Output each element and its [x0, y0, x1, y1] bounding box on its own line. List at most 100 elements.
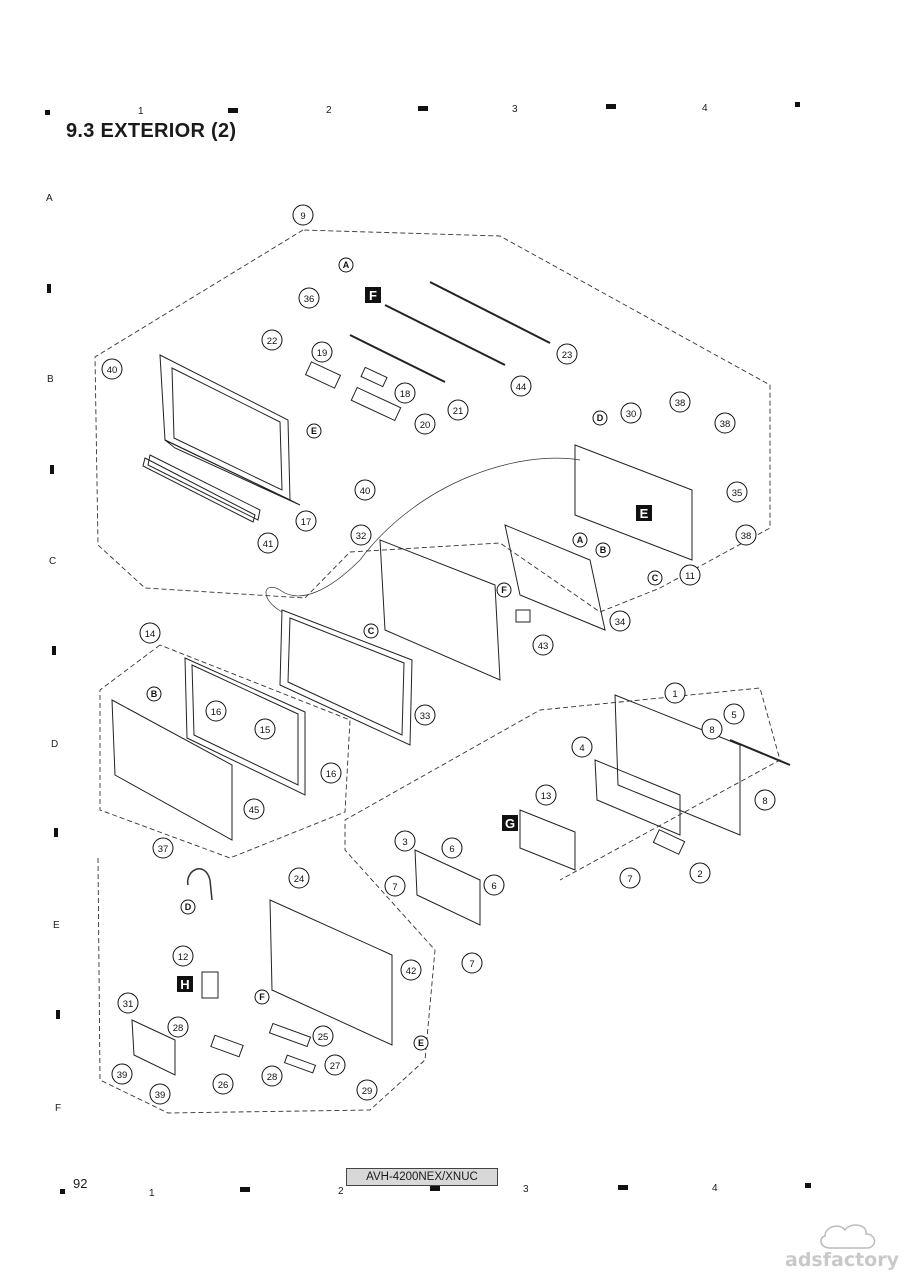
callout-42: 42 [400, 959, 422, 981]
svg-text:11: 11 [685, 571, 695, 582]
registration-mark [47, 284, 51, 293]
svg-text:22: 22 [267, 336, 278, 347]
svg-text:39: 39 [155, 1090, 166, 1101]
callout-43: 43 [532, 634, 554, 656]
callout-3: 3 [394, 830, 416, 852]
svg-text:43: 43 [538, 641, 549, 652]
svg-text:B: B [151, 689, 158, 699]
registration-mark [418, 106, 428, 111]
svg-text:25: 25 [318, 1032, 329, 1043]
callout-30: 30 [620, 402, 642, 424]
frame-part-1 [614, 694, 741, 836]
connector-label-a: A [338, 257, 354, 273]
callout-45: 45 [243, 798, 265, 820]
model-number: AVH-4200NEX/XNUC [346, 1168, 498, 1186]
page-number: 92 [73, 1176, 88, 1191]
board-label-e: E [636, 505, 652, 521]
connector-label-d: D [180, 899, 196, 915]
chassis-part-24 [269, 899, 393, 1046]
bar-part-23 [429, 281, 551, 344]
bracket-part-4 [594, 759, 681, 836]
svg-text:27: 27 [330, 1061, 341, 1072]
svg-text:30: 30 [626, 409, 637, 420]
callout-38: 38 [714, 412, 736, 434]
callout-19: 19 [311, 341, 333, 363]
svg-text:1: 1 [672, 689, 677, 700]
svg-text:16: 16 [211, 707, 222, 718]
callout-14: 14 [139, 622, 161, 644]
svg-text:8: 8 [709, 725, 714, 736]
registration-mark [606, 104, 616, 109]
cable-part-37 [187, 868, 213, 901]
column-number-bottom-3: 3 [523, 1184, 529, 1195]
registration-mark [805, 1183, 811, 1188]
registration-mark [430, 1186, 440, 1191]
callout-25: 25 [312, 1025, 334, 1047]
row-letter-f: F [55, 1103, 62, 1114]
callout-16: 16 [205, 700, 227, 722]
svg-text:E: E [418, 1038, 424, 1048]
callout-26: 26 [212, 1073, 234, 1095]
svg-text:18: 18 [400, 389, 411, 400]
callout-22: 22 [261, 329, 283, 351]
svg-text:33: 33 [420, 711, 431, 722]
row-letter-c: C [49, 556, 57, 567]
connector-label-e: E [306, 423, 322, 439]
callout-44: 44 [510, 375, 532, 397]
part-25 [268, 1022, 312, 1048]
connector-label-f: F [254, 989, 270, 1005]
callout-16: 16 [320, 762, 342, 784]
pcb-part-11 [574, 444, 693, 561]
pcb-part-13 [519, 809, 576, 871]
callout-21: 21 [447, 399, 469, 421]
part-43 [515, 609, 531, 623]
callout-34: 34 [609, 610, 631, 632]
connector-label-d: D [592, 410, 608, 426]
callout-17: 17 [295, 510, 317, 532]
sheet-part-34 [504, 524, 606, 631]
callout-29: 29 [356, 1079, 378, 1101]
watermark-logo: adsfactory [780, 1218, 900, 1278]
callout-28: 28 [167, 1016, 189, 1038]
svg-text:29: 29 [362, 1086, 373, 1097]
callout-38: 38 [735, 524, 757, 546]
connector-label-c: C [647, 570, 663, 586]
button-part-20 [350, 386, 402, 422]
registration-mark [60, 1189, 65, 1194]
callout-40: 40 [101, 358, 123, 380]
board-label-g: G [502, 815, 518, 831]
callout-33: 33 [414, 704, 436, 726]
connector-label-a: A [572, 532, 588, 548]
svg-text:7: 7 [469, 959, 474, 970]
callout-31: 31 [117, 992, 139, 1014]
svg-text:6: 6 [449, 844, 454, 855]
callout-28: 28 [261, 1065, 283, 1087]
svg-text:23: 23 [562, 350, 573, 361]
callout-23: 23 [556, 343, 578, 365]
svg-text:B: B [600, 545, 607, 555]
registration-mark [45, 110, 50, 115]
svg-text:38: 38 [675, 398, 686, 409]
svg-text:37: 37 [158, 844, 169, 855]
svg-text:35: 35 [732, 488, 743, 499]
callout-24: 24 [288, 867, 310, 889]
svg-text:G: G [505, 816, 515, 831]
callout-8: 8 [754, 789, 776, 811]
callout-7: 7 [461, 952, 483, 974]
callout-12: 12 [172, 945, 194, 967]
svg-text:28: 28 [267, 1072, 278, 1083]
callout-39: 39 [149, 1083, 171, 1105]
callout-11: 11 [679, 564, 701, 586]
svg-text:24: 24 [294, 874, 305, 885]
bracket-part-2 [652, 829, 686, 855]
svg-text:5: 5 [731, 710, 736, 721]
callout-6: 6 [483, 874, 505, 896]
callout-38: 38 [669, 391, 691, 413]
svg-text:38: 38 [720, 419, 731, 430]
svg-text:26: 26 [218, 1080, 229, 1091]
part-26 [210, 1034, 244, 1058]
board-label-h: H [177, 976, 193, 992]
pcb-part-12 [201, 971, 219, 999]
button-part-19 [304, 361, 342, 389]
assembly-outline-9 [94, 229, 771, 613]
